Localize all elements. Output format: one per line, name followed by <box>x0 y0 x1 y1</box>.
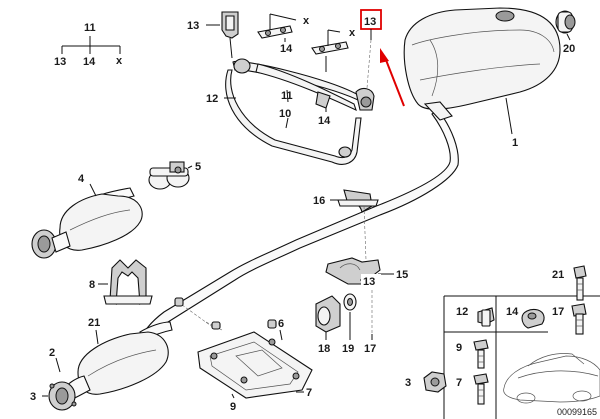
callout-8: 8 <box>89 279 95 291</box>
callout-20: 20 <box>563 43 575 55</box>
main-exhaust-pipe <box>143 109 459 339</box>
callout-14-lower: 14 <box>318 115 331 127</box>
callout-13-top: 13 <box>187 20 199 32</box>
callout-21-box: 21 <box>552 269 564 281</box>
tailpipe-trim <box>555 10 576 34</box>
callout-14-box: 14 <box>506 306 519 318</box>
rubber-buffer-18 <box>315 295 341 333</box>
exhaust-mount-bracket <box>103 259 153 305</box>
hanger-bracket-assembly <box>225 58 375 165</box>
legend-label-14: 14 <box>83 56 96 68</box>
pipe-clamp <box>148 161 190 190</box>
callout-16: 16 <box>313 195 325 207</box>
mounting-bracket-middle <box>311 29 349 55</box>
legend-tree: 11 13 14 x <box>54 22 123 68</box>
mounting-bracket-lower <box>315 91 331 112</box>
callout-18: 18 <box>318 343 330 355</box>
highlighted-callout-13: 13 <box>360 9 405 107</box>
rear-silencer <box>403 7 561 121</box>
pipe-bracket-16 <box>337 189 379 213</box>
callout-7-plate: 7 <box>306 387 312 399</box>
catalog-number: 00099165 <box>557 407 597 417</box>
callout-7-box: 7 <box>456 377 462 389</box>
legend-label-x: x <box>116 55 123 67</box>
callout-10: 10 <box>279 108 291 120</box>
washer-19 <box>343 293 357 311</box>
callout-x-middle: x <box>349 27 356 39</box>
highlight-label: 13 <box>364 16 376 28</box>
callout-19: 19 <box>342 343 354 355</box>
callout-2: 2 <box>49 347 55 359</box>
callout-3-box: 3 <box>405 377 411 389</box>
legend-label-11: 11 <box>84 22 96 34</box>
vehicle-silhouette-icon <box>503 353 600 404</box>
callout-1: 1 <box>512 137 518 149</box>
callout-9-box: 9 <box>456 342 462 354</box>
hardware-parts-box: 21 12 14 17 9 3 7 <box>405 265 600 419</box>
callout-3: 3 <box>30 391 36 403</box>
callout-11: 11 <box>281 90 293 102</box>
callout-12-box: 12 <box>456 306 468 318</box>
callout-15: 15 <box>396 269 408 281</box>
callout-17-center: 17 <box>364 343 376 355</box>
mounting-studs <box>174 297 223 331</box>
callout-21-left: 21 <box>88 317 100 329</box>
callout-17-box: 17 <box>552 306 564 318</box>
mounting-bracket-upper <box>257 13 297 39</box>
callout-12: 12 <box>206 93 218 105</box>
rubber-mount-top <box>221 11 239 59</box>
legend-label-13: 13 <box>54 56 66 68</box>
front-silencer <box>31 187 143 259</box>
callout-9-plate: 9 <box>230 401 236 413</box>
heat-shield-plate <box>197 319 313 399</box>
callout-5: 5 <box>195 161 201 173</box>
callout-x-upper: x <box>303 15 310 27</box>
callout-14-upper: 14 <box>280 43 293 55</box>
catalytic-converter <box>48 321 173 411</box>
callout-6: 6 <box>278 318 284 330</box>
callout-13-lower: 13 <box>363 276 375 288</box>
callout-4: 4 <box>78 173 85 185</box>
